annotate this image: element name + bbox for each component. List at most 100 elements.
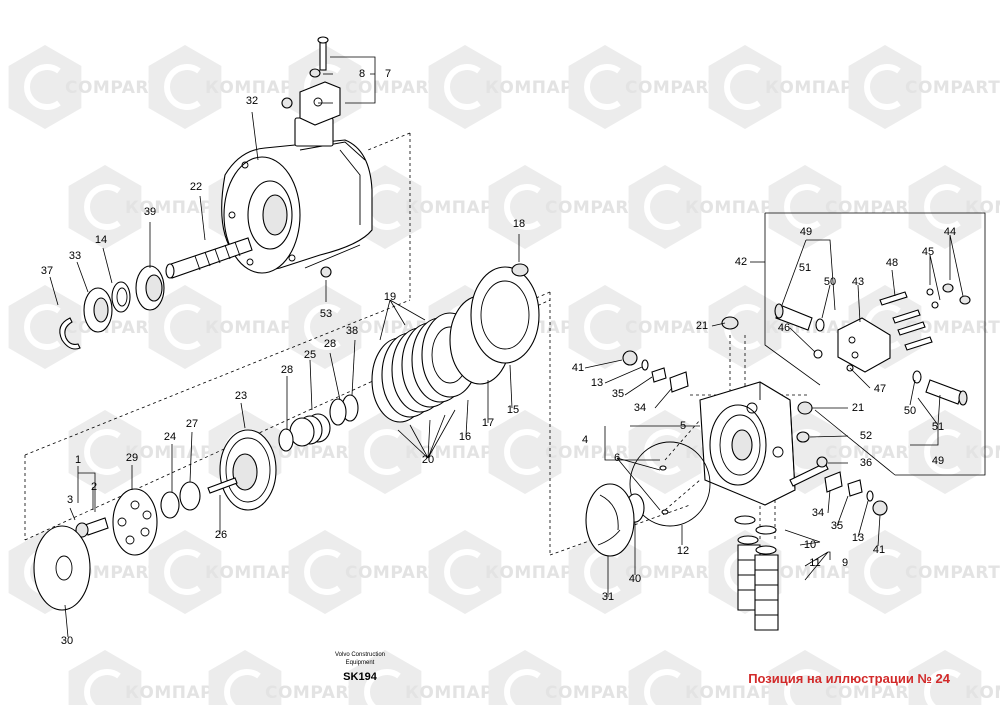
callout-label-17: 17 — [482, 417, 494, 429]
plug-part-44 — [942, 283, 954, 293]
callout-label-10: 10 — [804, 539, 816, 551]
ring-part-28b — [278, 428, 294, 452]
callout-label-31: 31 — [602, 591, 614, 603]
leader-line — [49, 276, 59, 306]
watermark-c-mark — [224, 669, 261, 705]
watermark-hexagon — [68, 165, 142, 249]
callout-label-53: 53 — [320, 308, 332, 320]
plug-part-41b — [872, 500, 888, 516]
leader-line — [827, 489, 831, 514]
pin-part-6a — [659, 465, 667, 471]
ring-part-28 — [329, 398, 347, 426]
callout-label-33: 33 — [69, 250, 81, 262]
watermark-text: COMPART — [65, 318, 160, 338]
watermark-hexagon — [848, 45, 922, 129]
port-cover-part-5 — [699, 381, 796, 506]
callout-label-30: 30 — [61, 635, 73, 647]
watermark-text: КОМПАРТ — [965, 443, 1000, 463]
callout-label-8: 8 — [359, 68, 365, 80]
watermark-tile: COMPART — [288, 530, 440, 614]
callout-label-41: 41 — [572, 362, 584, 374]
callout-label-32: 32 — [246, 95, 258, 107]
bracket-42 — [764, 212, 986, 476]
callout-label-22: 22 — [190, 181, 202, 193]
footer-code: SK194 — [343, 671, 378, 683]
watermark-text: КОМПАРТ — [125, 198, 225, 218]
watermark-tile: КОМПАРТ — [148, 45, 305, 129]
ring-part-45 — [926, 288, 934, 296]
leader-line — [351, 339, 356, 396]
watermark-text: КОМПАРТ — [685, 198, 785, 218]
callout-label-9: 9 — [842, 557, 848, 569]
ring-part-45b — [931, 301, 939, 309]
watermark-hexagon — [8, 45, 82, 129]
leader-line — [616, 457, 661, 511]
valve-block-part-43 — [837, 317, 891, 373]
watermark-text: КОМПАРТ — [205, 563, 305, 583]
watermark-c-mark — [864, 549, 901, 595]
watermark-tile: КОМПАРТ — [68, 650, 225, 705]
callout-label-5: 5 — [680, 420, 686, 432]
watermark-tile: COMPART — [288, 285, 440, 369]
leader-line — [910, 394, 941, 446]
leader-line — [199, 195, 206, 241]
ring-part-14 — [111, 281, 131, 313]
watermark-hexagon — [568, 45, 642, 129]
watermark-text: COMPART — [625, 318, 720, 338]
bolts-part-48 — [879, 291, 933, 351]
watermark-tile: COMPART — [208, 650, 360, 705]
callout-label-29: 29 — [126, 452, 138, 464]
watermark-c-mark — [504, 184, 541, 230]
watermark-hexagon — [8, 285, 82, 369]
watermark-hexagon — [908, 165, 982, 249]
leader-line — [891, 269, 896, 297]
watermark-c-mark — [24, 64, 61, 110]
callout-label-41: 41 — [873, 544, 885, 556]
leader-line — [849, 367, 871, 389]
leader-line — [509, 364, 513, 409]
watermark-c-mark — [504, 429, 541, 475]
callout-label-11: 11 — [809, 557, 820, 569]
callout-label-12: 12 — [677, 545, 689, 557]
plug-part-21a — [721, 316, 739, 330]
watermark-c-mark — [584, 64, 621, 110]
plug-part-44b — [959, 295, 971, 305]
watermark-hexagon — [628, 165, 702, 249]
watermark-c-mark — [644, 184, 681, 230]
left-dashed-outline — [24, 132, 551, 555]
ring-part-50b — [912, 370, 922, 384]
leader-lines — [49, 56, 964, 638]
watermark-text: COMPART — [545, 198, 640, 218]
watermark-hexagon — [768, 165, 842, 249]
callout-label-49: 49 — [800, 226, 812, 238]
leader-line — [711, 322, 726, 327]
watermark-c-mark — [644, 669, 681, 705]
watermark-text: КОМПАРТ — [485, 78, 585, 98]
callout-label-20: 20 — [422, 454, 434, 466]
watermark-c-mark — [784, 669, 821, 705]
leader-line — [77, 466, 96, 512]
callout-label-2: 2 — [91, 481, 97, 493]
watermark-hexagon — [148, 285, 222, 369]
valve-plate-part-31 — [585, 483, 635, 557]
watermark-hexagon — [568, 285, 642, 369]
watermark-text: COMPART — [545, 683, 640, 703]
watermark-text: COMPART — [905, 78, 1000, 98]
callout-label-46: 46 — [778, 322, 790, 334]
leader-line — [251, 111, 259, 161]
watermark-tile: COMPART — [848, 45, 1000, 129]
watermark-tile: COMPART — [848, 530, 1000, 614]
watermark-c-mark — [84, 669, 121, 705]
watermark-text: COMPART — [905, 563, 1000, 583]
watermark-text: COMPART — [265, 443, 360, 463]
watermark-tile: COMPART — [8, 45, 160, 129]
watermark-tile: КОМПАРТ — [428, 45, 585, 129]
watermark-tile: КОМПАРТ — [148, 530, 305, 614]
watermark-tile: КОМПАРТ — [348, 410, 505, 494]
callout-label-37: 37 — [41, 265, 53, 277]
watermark-tile: COMPART — [488, 410, 640, 494]
watermark-hexagon — [428, 530, 502, 614]
watermark-hexagon — [288, 530, 362, 614]
footer-company-line2: Equipment — [346, 660, 375, 666]
